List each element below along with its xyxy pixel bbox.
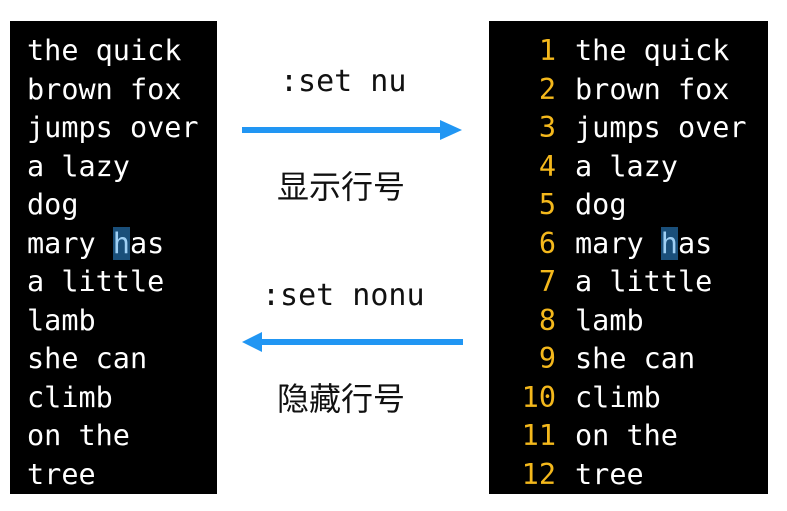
terminal-without-line-numbers: the quick brown fox jumps over a lazy dog mar… <box>10 21 217 494</box>
hide-line-numbers-caption: 隐藏行号 <box>277 380 406 418</box>
numbered-line: 3 jumps over <box>489 109 768 148</box>
numbered-line: 9 she can <box>489 340 768 379</box>
line-number: 11 <box>521 419 556 452</box>
line-text: tree <box>575 457 644 491</box>
line-text: climb <box>575 380 661 414</box>
line-text: dog <box>575 188 627 221</box>
numbered-line: 4 a lazy <box>489 148 768 187</box>
line-number: 10 <box>521 380 556 414</box>
line-text: she can <box>575 342 696 375</box>
line-number: 1 <box>538 34 556 67</box>
line-number: 2 <box>538 72 556 106</box>
text-line: lamb <box>27 303 96 337</box>
line-text: mary has <box>575 226 713 260</box>
numbered-line: 12 tree <box>489 456 768 495</box>
numbered-line: 6 mary has <box>489 225 768 264</box>
numbered-line: 7 a little <box>489 263 768 302</box>
text-line: a lazy <box>27 149 130 183</box>
text-line: climb <box>27 380 113 414</box>
line-number: 7 <box>538 265 556 298</box>
set-nu-command: :set nu <box>280 64 407 99</box>
line-number: 4 <box>538 149 556 183</box>
line-text: lamb <box>575 303 644 337</box>
line-text: jumps over <box>575 111 747 144</box>
text-line: tree <box>27 457 96 491</box>
line-number: 9 <box>538 342 556 375</box>
text-line: the quick <box>27 34 182 67</box>
arrow-right-icon <box>242 120 462 140</box>
text-line: she can <box>27 342 148 375</box>
arrow-left-icon <box>242 332 463 352</box>
line-number: 12 <box>521 457 556 491</box>
line-text: the quick <box>575 34 730 67</box>
text-line: a little <box>27 265 165 298</box>
cursor: h <box>660 226 678 260</box>
numbered-line: 10 climb <box>489 379 768 418</box>
text-line: on the <box>27 419 130 452</box>
line-text: a lazy <box>575 149 678 183</box>
numbered-line: 1 the quick <box>489 32 768 71</box>
line-number: 6 <box>538 226 556 260</box>
numbered-line: 5 dog <box>489 186 768 225</box>
show-line-numbers-caption: 显示行号 <box>277 168 406 206</box>
text-line: jumps over <box>27 111 199 144</box>
line-text: on the <box>575 419 678 452</box>
line-number: 8 <box>538 303 556 337</box>
text-line: brown fox <box>27 72 182 106</box>
numbered-line: 2 brown fox <box>489 71 768 110</box>
cursor: h <box>112 226 130 260</box>
numbered-line: 11 on the <box>489 417 768 456</box>
numbered-line: 8 lamb <box>489 302 768 341</box>
line-number: 5 <box>538 188 556 221</box>
line-text: a little <box>575 265 713 298</box>
text-line: dog <box>27 188 79 221</box>
line-number: 3 <box>538 111 556 144</box>
line-text: brown fox <box>575 72 730 106</box>
set-nonu-command: :set nonu <box>262 278 425 313</box>
text-line: mary has <box>27 226 165 260</box>
